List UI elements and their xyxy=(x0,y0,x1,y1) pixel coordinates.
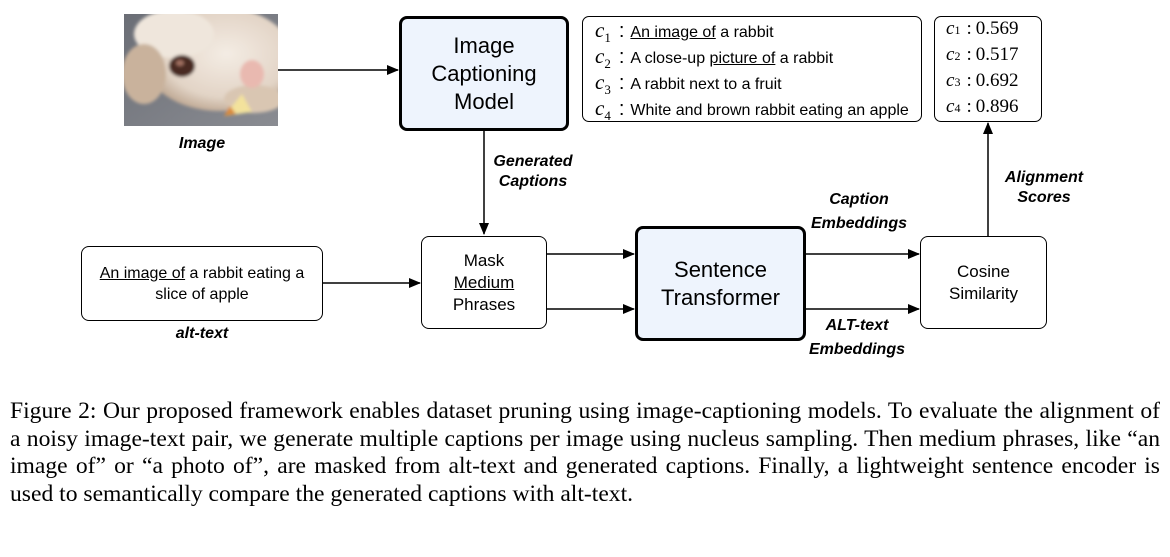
score-value: 0.692 xyxy=(975,70,1019,91)
caption-text-pre: White and brown rabbit eating an apple xyxy=(630,102,909,119)
caption-row: c2 : A close-up picture of a rabbit xyxy=(595,44,834,72)
captions-box: c1 : An image of a rabbit c2 : A close-u… xyxy=(582,16,922,124)
caption-var: c4 xyxy=(595,96,611,124)
caption-row: c1 : An image of a rabbit xyxy=(595,18,774,46)
caption-text-post: a rabbit xyxy=(775,50,834,67)
transformer-line2: Transformer xyxy=(661,284,780,310)
image-label: Image xyxy=(178,135,226,152)
alt-embeddings-label: ALT-text Embeddings xyxy=(804,314,910,362)
image-captioning-model-box: Image Captioning Model xyxy=(399,16,569,131)
caption-embeddings-line1: Caption xyxy=(829,191,889,208)
alt-embeddings-line1: ALT-text xyxy=(825,317,889,334)
caption-var: c3 xyxy=(595,70,611,98)
caption-text-pre: A rabbit next to a fruit xyxy=(630,76,782,93)
caption-row: c3 : A rabbit next to a fruit xyxy=(595,70,782,98)
alignment-scores-label: Alignment Scores xyxy=(992,168,1096,208)
alt-embeddings-line2: Embeddings xyxy=(808,341,905,358)
cosine-similarity-box: Cosine Similarity xyxy=(920,236,1047,329)
model-line3: Model xyxy=(454,88,514,114)
generated-captions-label: Generated Captions xyxy=(483,152,583,192)
caption-embeddings-line2: Embeddings xyxy=(810,215,907,232)
mask-line1: Mask xyxy=(463,250,505,270)
figure-caption: Figure 2: Our proposed framework enables… xyxy=(10,398,1160,507)
generated-captions-line1: Generated xyxy=(493,153,573,170)
alt-text-label: alt-text xyxy=(175,325,229,342)
model-line2: Captioning xyxy=(431,60,537,86)
score-value: 0.896 xyxy=(975,96,1019,117)
mask-medium-phrases-box: Mask Medium Phrases xyxy=(421,236,547,329)
mask-line3: Phrases xyxy=(452,294,516,314)
caption-row: c4 : White and brown rabbit eating an ap… xyxy=(595,96,909,124)
rabbit-photo xyxy=(124,14,278,126)
caption-embeddings-label: Caption Embeddings xyxy=(806,188,912,236)
score-value: 0.569 xyxy=(975,18,1019,39)
caption-text-pre: A close-up xyxy=(630,50,710,67)
caption-var: c2 xyxy=(595,44,611,72)
transformer-line1: Sentence xyxy=(674,256,767,282)
score-value: 0.517 xyxy=(975,44,1019,65)
alignment-line2: Scores xyxy=(1017,189,1071,206)
caption-underlined: An image of xyxy=(630,24,716,41)
caption-var: c1 xyxy=(595,18,611,46)
caption-underlined: picture of xyxy=(709,50,776,67)
alt-text-line1: An image of a rabbit eating a xyxy=(99,264,305,282)
caption-text-post: a rabbit xyxy=(715,24,774,41)
mask-line2: Medium xyxy=(453,272,515,292)
alt-text-line2: slice of apple xyxy=(155,285,249,303)
cosine-line1: Cosine xyxy=(957,261,1010,281)
sentence-transformer-box: Sentence Transformer xyxy=(635,226,806,341)
cosine-line2: Similarity xyxy=(949,283,1018,303)
alt-text-box: An image of a rabbit eating a slice of a… xyxy=(81,246,323,321)
generated-captions-line2: Captions xyxy=(498,173,568,190)
model-line1: Image xyxy=(453,32,515,58)
alignment-line1: Alignment xyxy=(1004,169,1084,186)
